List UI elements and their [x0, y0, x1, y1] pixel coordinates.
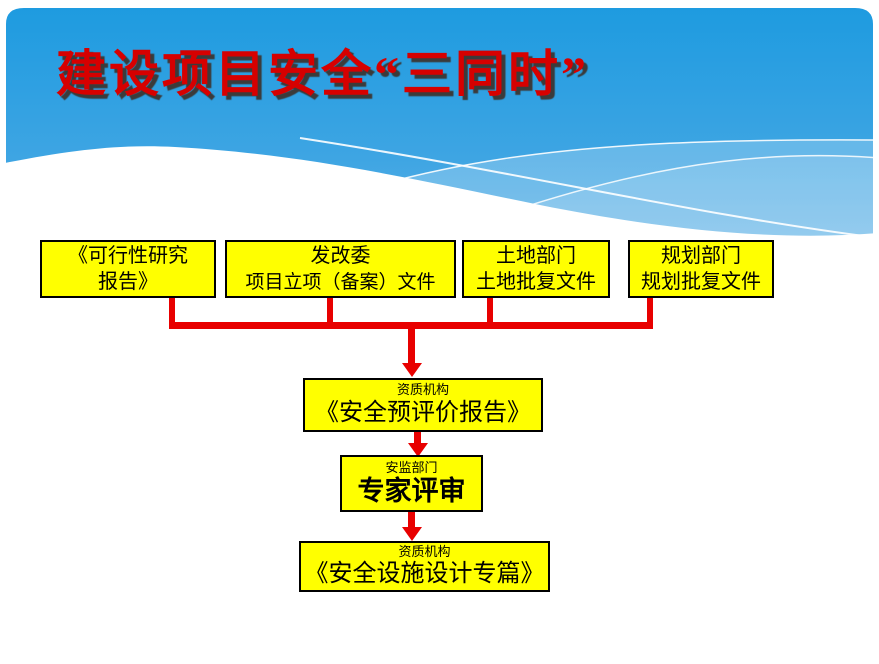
box-line: 项目立项（备案）文件 — [245, 271, 436, 293]
arrow-down-icon — [402, 527, 422, 541]
box-line: 报告》 — [98, 271, 158, 293]
arrow-down-icon — [408, 443, 428, 457]
box-org-label: 安监部门 — [385, 459, 438, 475]
box-org-label: 资质机构 — [398, 543, 451, 559]
box-safety-facility-design-chapter: 资质机构 《安全设施设计专篇》 — [299, 541, 550, 592]
box-org-label: 资质机构 — [396, 382, 449, 398]
box-planning-department: 规划部门 规划批复文件 — [628, 240, 774, 298]
arrow-shaft — [414, 432, 421, 444]
box-line: 发改委 — [310, 245, 371, 268]
box-line: 规划批复文件 — [641, 271, 761, 293]
box-feasibility-report: 《可行性研究 报告》 — [40, 240, 216, 298]
box-line: 土地批复文件 — [476, 271, 596, 293]
connector-stub — [487, 298, 493, 329]
connector-stub — [647, 298, 653, 329]
box-line: 《可行性研究 — [68, 244, 188, 267]
arrow-shaft — [408, 329, 415, 363]
arrow-shaft — [408, 512, 415, 528]
box-development-reform-commission: 发改委 项目立项（备案）文件 — [225, 240, 456, 298]
box-doc-label: 《安全设施设计专篇》 — [304, 560, 545, 588]
box-line: 规划部门 — [661, 244, 741, 267]
box-line: 土地部门 — [496, 244, 576, 267]
box-expert-review: 安监部门 专家评审 — [340, 455, 483, 512]
connector-bus — [169, 322, 653, 329]
arrow-down-icon — [402, 363, 422, 377]
box-land-department: 土地部门 土地批复文件 — [462, 240, 610, 298]
header-wave-graphic — [0, 8, 879, 245]
slide-title: 建设项目安全“三同时” — [56, 46, 589, 102]
connector-stub — [327, 298, 333, 329]
box-doc-label: 《安全预评价报告》 — [315, 398, 531, 426]
box-doc-label: 专家评审 — [357, 476, 466, 507]
connector-stub — [169, 298, 175, 329]
box-safety-pre-evaluation-report: 资质机构 《安全预评价报告》 — [303, 378, 543, 432]
